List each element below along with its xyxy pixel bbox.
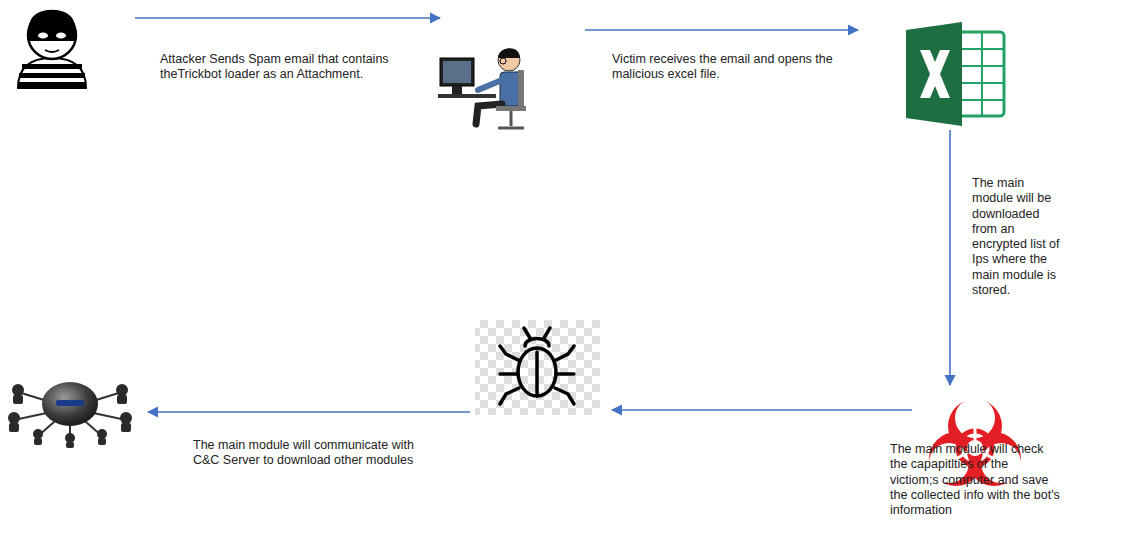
step-description: Attacker Sends Spam email that contains … — [160, 52, 400, 83]
step-description: The main module will check the capapitlt… — [890, 442, 1060, 518]
flow-arrow — [135, 17, 440, 19]
step-description: The main module will be downloaded from … — [972, 176, 1064, 298]
step-description: Victim receives the email and opens the … — [612, 52, 852, 83]
icon-node — [470, 318, 612, 418]
flow-arrow — [612, 409, 912, 411]
edge-label: The main module will check the capapitlt… — [890, 442, 1060, 518]
icon-node — [858, 15, 1013, 130]
edge-label: The main module will be downloaded from … — [972, 176, 1064, 298]
edge-label: The main module will communicate with C&… — [193, 438, 438, 469]
icon-node — [440, 12, 585, 132]
attacker-icon — [18, 10, 86, 88]
edge-label: Victim receives the email and opens the … — [612, 52, 852, 83]
icon-node — [0, 375, 148, 450]
excel-icon — [906, 22, 1004, 126]
flow-arrow — [949, 130, 951, 385]
victim-icon — [438, 48, 526, 128]
flow-arrow — [148, 411, 470, 413]
step-description: The main module will communicate with C&… — [193, 438, 438, 469]
botnet-icon — [8, 382, 132, 448]
bug-icon — [475, 320, 600, 415]
edge-label: Attacker Sends Spam email that contains … — [160, 52, 400, 83]
icon-node — [10, 0, 135, 90]
flow-arrow — [585, 29, 858, 31]
